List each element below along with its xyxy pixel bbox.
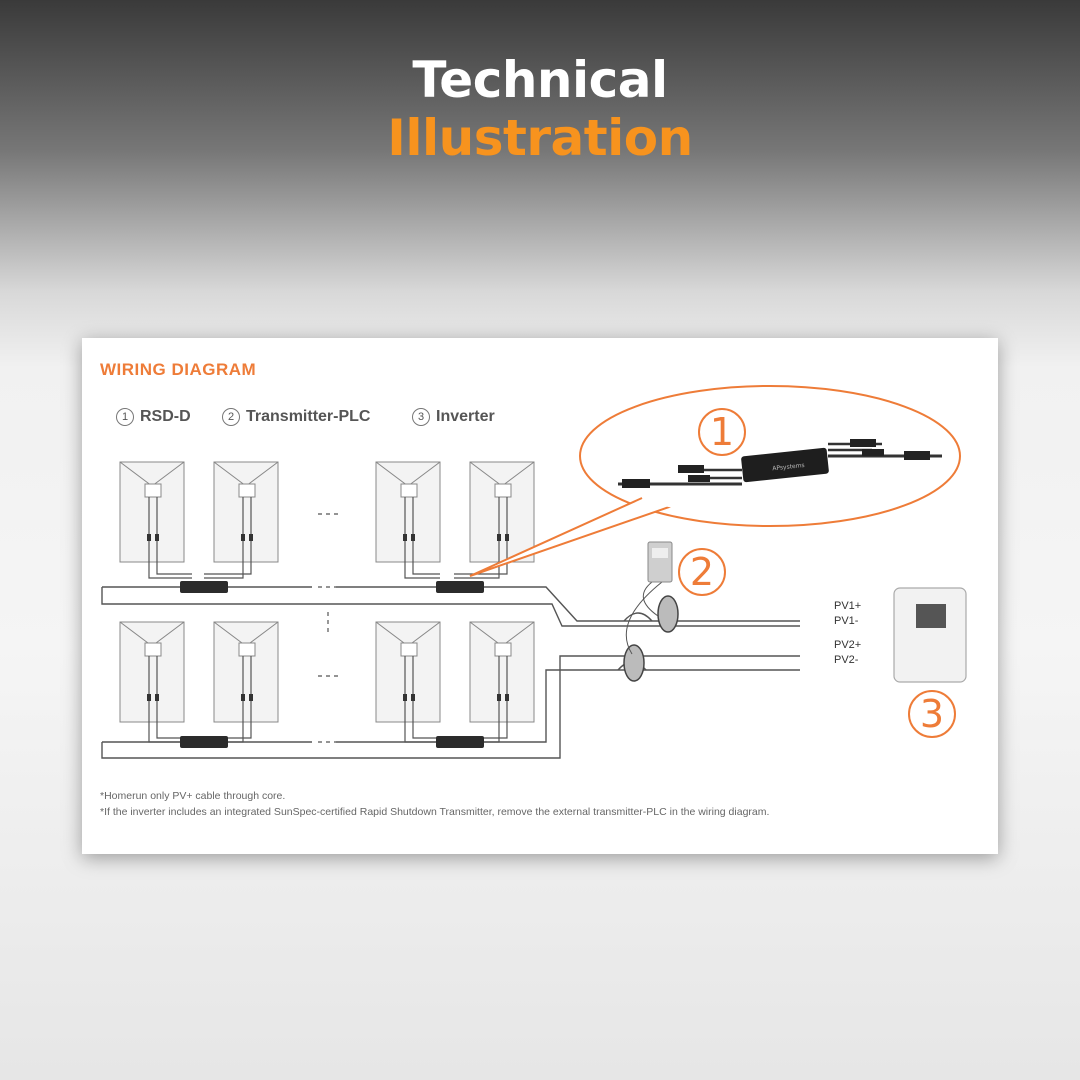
- connector-marks: [147, 534, 509, 701]
- callout-number-1: 1: [698, 408, 746, 456]
- note-transmitter: *If the inverter includes an integrated …: [100, 806, 770, 818]
- title-line-1: Technical: [412, 51, 668, 109]
- wiring-diagram-card: APsystems WIRING DIAGRAM 1 RSD-D 2 Transmi…: [82, 338, 998, 854]
- legend-item-transmitter-plc: 2 Transmitter-PLC: [222, 408, 370, 426]
- dashes: [318, 513, 338, 743]
- legend-item-rsd-d: 1 RSD-D: [116, 408, 191, 426]
- transmitter-plc: [647, 541, 673, 583]
- panel-row2-d: [469, 621, 535, 723]
- panel-row1-c: [375, 461, 441, 563]
- ct-cores: [623, 595, 679, 682]
- legend-number: 3: [412, 408, 430, 426]
- rsd-boxes: [180, 581, 484, 748]
- panel-row2-c: [375, 621, 441, 723]
- svg-text:APsystems: APsystems: [772, 462, 805, 472]
- wiring-diagram-heading: WIRING DIAGRAM: [100, 360, 257, 379]
- callout-number-2: 2: [678, 548, 726, 596]
- legend-item-inverter: 3 Inverter: [412, 408, 495, 426]
- panel-row2-a: [119, 621, 185, 723]
- panel-leads: [148, 497, 508, 743]
- legend-number: 1: [116, 408, 134, 426]
- panel-row1-d: [469, 461, 535, 563]
- pv1-minus-label: PV1-: [834, 615, 859, 627]
- panel-row1-a: [119, 461, 185, 563]
- legend-number: 2: [222, 408, 240, 426]
- solar-panels: [119, 461, 535, 723]
- inverter: [893, 587, 967, 683]
- ct-cables: [625, 581, 663, 655]
- panel-row2-b: [213, 621, 279, 723]
- title-line-2: Illustration: [387, 109, 693, 167]
- panel-row1-b: [213, 461, 279, 563]
- pv2-minus-label: PV2-: [834, 654, 859, 666]
- trunk-wiring: [101, 586, 800, 759]
- callout-number-3: 3: [908, 690, 956, 738]
- pv2-plus-label: PV2+: [834, 639, 862, 651]
- note-homerun: *Homerun only PV+ cable through core.: [100, 790, 286, 802]
- wiring-diagram-graphic: APsystems: [101, 385, 967, 759]
- legend-label: Inverter: [436, 408, 495, 425]
- legend-label: Transmitter-PLC: [246, 408, 371, 425]
- legend-label: RSD-D: [140, 408, 191, 425]
- pv1-plus-label: PV1+: [834, 600, 862, 612]
- callout-bubble: APsystems: [469, 385, 961, 577]
- rsd-product-image: APsystems: [618, 439, 942, 488]
